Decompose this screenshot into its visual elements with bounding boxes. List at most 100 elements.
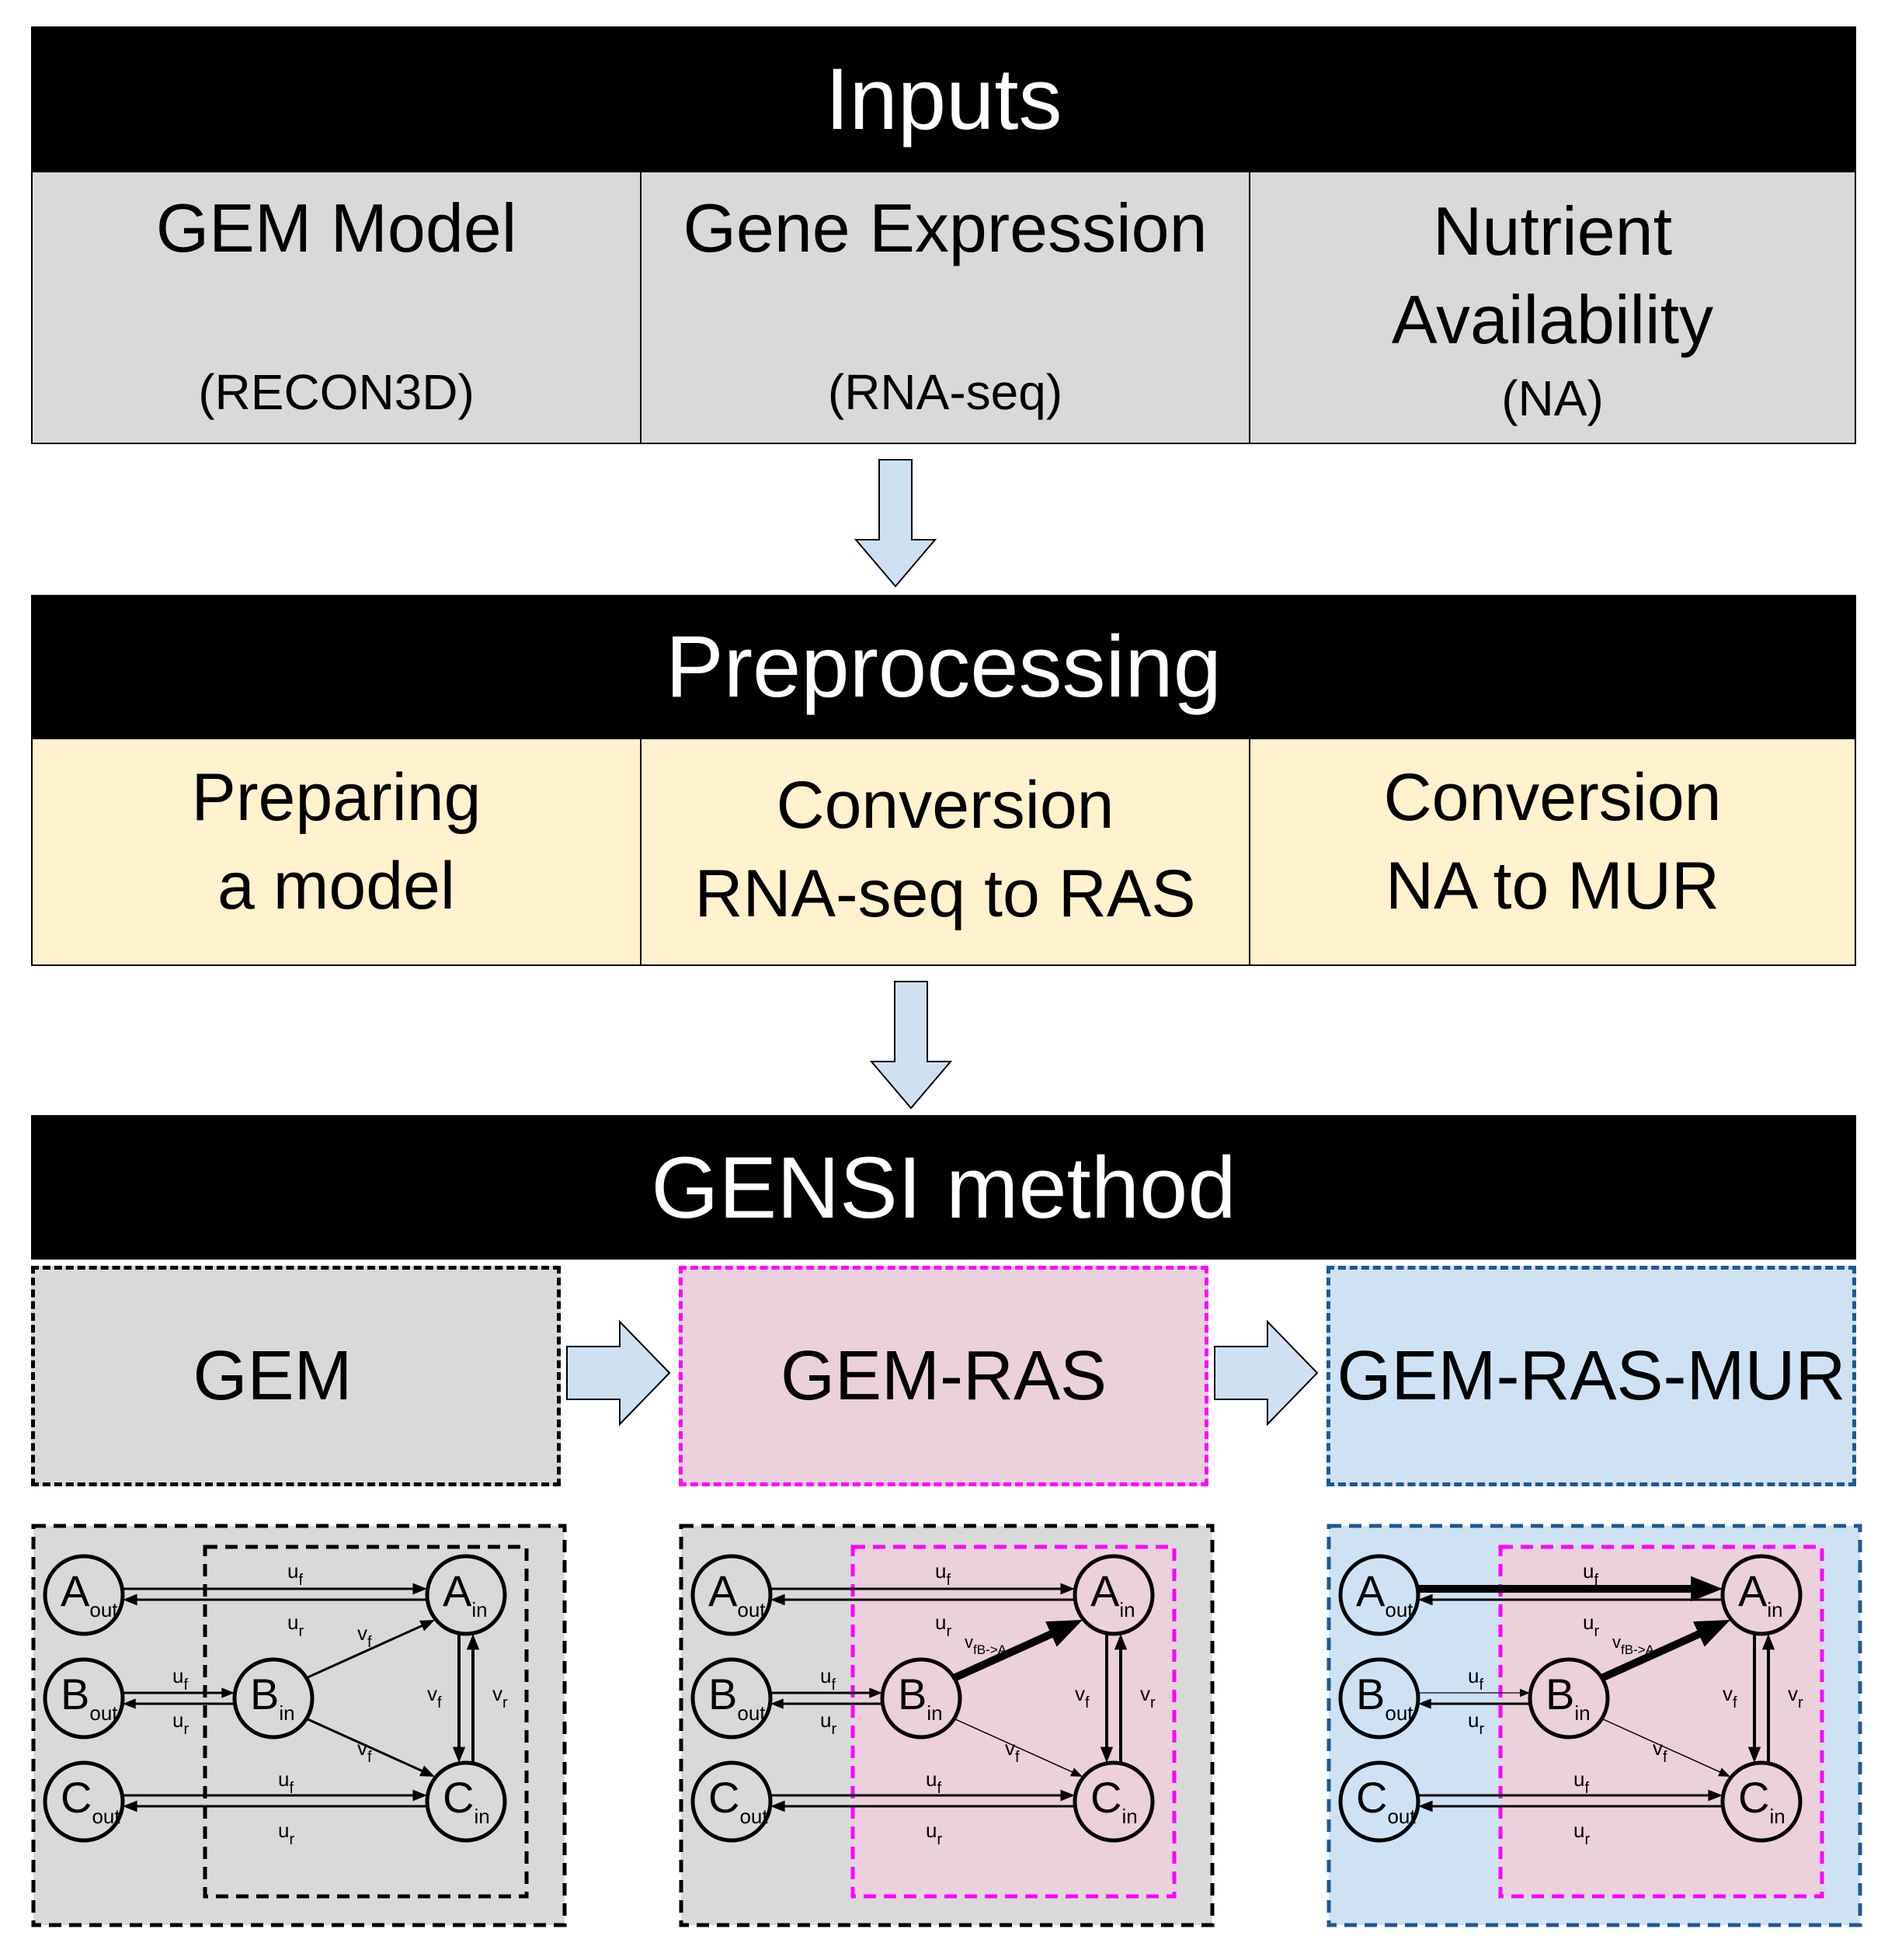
- input-nutrient-line1: Nutrient: [1432, 193, 1673, 269]
- gensi-header: GENSI method: [31, 1115, 1856, 1260]
- label-vf-ba: vfB->A: [1612, 1632, 1655, 1657]
- label-ur-c: ur: [278, 1819, 294, 1848]
- stage-gem-label: GEM: [193, 1336, 353, 1415]
- edge-bin-bout: [770, 1698, 882, 1709]
- label-vf-ac: vf: [1075, 1682, 1090, 1712]
- svg-text:Aout: Aout: [708, 1566, 766, 1621]
- edge-cin-cout: [770, 1800, 1075, 1812]
- node-a-out: Aout: [1338, 1554, 1420, 1636]
- label-ur-b: ur: [820, 1708, 836, 1738]
- label-uf-c: uf: [1573, 1767, 1589, 1797]
- edge-bin-ain: [951, 1620, 1083, 1682]
- stage-gem-ras-label: GEM-RAS: [780, 1336, 1107, 1415]
- svg-text:Ain: Ain: [443, 1566, 488, 1621]
- edge-bin-cin: [1601, 1718, 1730, 1777]
- node-b-in: Bin: [880, 1657, 962, 1739]
- stage-gem-ras: GEM-RAS: [679, 1266, 1208, 1486]
- node-a-out: Aout: [690, 1554, 773, 1636]
- label-vr-ca: vr: [1140, 1682, 1156, 1712]
- inputs-row: GEM Model (RECON3D) Gene Expression (RNA…: [31, 171, 1856, 444]
- svg-text:Bin: Bin: [1546, 1670, 1591, 1725]
- label-vr-ca: vr: [1788, 1682, 1803, 1712]
- svg-text:Bout: Bout: [61, 1670, 118, 1725]
- inner-box: [203, 1545, 529, 1899]
- prep-preparing-model: Preparing a model: [33, 739, 640, 964]
- node-a-in: Ain: [1720, 1554, 1803, 1636]
- label-ur-c: ur: [1573, 1819, 1590, 1848]
- prep-conversion-ras: Conversion RNA-seq to RAS: [640, 739, 1249, 964]
- node-c-in: Cin: [1073, 1760, 1155, 1843]
- svg-text:Cin: Cin: [1090, 1773, 1138, 1828]
- inputs-title: Inputs: [825, 50, 1062, 148]
- svg-text:Cout: Cout: [708, 1773, 768, 1828]
- stage-gem-ras-mur: GEM-RAS-MUR: [1326, 1266, 1856, 1486]
- stage-gem-ras-mur-label: GEM-RAS-MUR: [1337, 1336, 1846, 1415]
- edge-ain-aout: [770, 1593, 1075, 1606]
- down-arrow-2: [869, 981, 953, 1110]
- node-a-in: Ain: [425, 1554, 507, 1636]
- node-a-out: Aout: [43, 1554, 125, 1636]
- node-c-out: Cout: [43, 1760, 125, 1843]
- label-uf-a: uf: [287, 1559, 303, 1589]
- node-b-out: Bout: [690, 1657, 773, 1739]
- label-uf-a: uf: [935, 1559, 951, 1589]
- stage-gem: GEM: [31, 1266, 561, 1486]
- svg-text:Aout: Aout: [61, 1566, 118, 1621]
- label-vf-bc: vf: [1653, 1736, 1667, 1766]
- input-gene-expression-title: Gene Expression: [683, 189, 1208, 266]
- edge-cin-ain: [1114, 1634, 1128, 1763]
- edge-ain-aout: [1418, 1593, 1723, 1606]
- node-a-in: Ain: [1073, 1554, 1155, 1636]
- prep-preparing-line1: Preparing: [191, 760, 482, 835]
- prep-mur-line1: Conversion: [1383, 760, 1722, 835]
- input-gene-expression: Gene Expression (RNA-seq): [640, 172, 1249, 443]
- label-vf-ba: vf: [357, 1621, 372, 1651]
- prep-ras-line2: RNA-seq to RAS: [694, 857, 1196, 931]
- prep-mur-line2: NA to MUR: [1385, 849, 1720, 923]
- label-vf-ac: vf: [427, 1682, 442, 1712]
- label-vf-ac: vf: [1723, 1682, 1737, 1712]
- input-nutrient-availability: Nutrient Availability (NA): [1249, 172, 1855, 443]
- svg-text:Bin: Bin: [250, 1670, 295, 1725]
- input-nutrient-line2: Availability: [1391, 281, 1714, 358]
- label-uf-a: uf: [1583, 1559, 1598, 1589]
- label-ur-b: ur: [172, 1708, 189, 1738]
- label-ur-a: ur: [935, 1611, 951, 1640]
- svg-text:Bout: Bout: [1356, 1670, 1413, 1725]
- node-c-out: Cout: [1338, 1760, 1420, 1843]
- input-gem-model-title: GEM Model: [155, 189, 517, 266]
- edge-bin-bout: [1418, 1698, 1530, 1709]
- edge-bin-ain: [305, 1620, 435, 1680]
- edge-bin-cin: [305, 1717, 435, 1777]
- prep-preparing-line2: a model: [217, 849, 455, 923]
- right-arrow-1: [566, 1319, 671, 1427]
- edge-bout-bin: [123, 1687, 235, 1698]
- edge-aout-ain: [1418, 1576, 1723, 1602]
- edge-bout-bin: [1418, 1688, 1530, 1698]
- preprocessing-row: Preparing a model Conversion RNA-seq to …: [31, 738, 1856, 966]
- label-uf-c: uf: [278, 1767, 294, 1797]
- label-vf-bc: vf: [357, 1736, 372, 1766]
- svg-text:Aout: Aout: [1356, 1566, 1413, 1621]
- gensi-title: GENSI method: [651, 1138, 1236, 1236]
- input-gem-model: GEM Model (RECON3D): [33, 172, 640, 443]
- label-uf-b: uf: [172, 1664, 188, 1694]
- node-c-out: Cout: [690, 1760, 773, 1843]
- edge-bin-cin: [953, 1718, 1083, 1777]
- label-ur-c: ur: [926, 1819, 942, 1848]
- node-b-out: Bout: [43, 1657, 125, 1739]
- node-b-in: Bin: [232, 1657, 315, 1739]
- svg-text:Ain: Ain: [1090, 1566, 1135, 1621]
- edge-ain-cin: [1100, 1634, 1114, 1763]
- svg-text:Bout: Bout: [708, 1670, 766, 1725]
- svg-text:Ain: Ain: [1738, 1566, 1783, 1621]
- label-vf-bc: vf: [1005, 1736, 1020, 1766]
- label-vf-ba: vfB->A: [965, 1632, 1007, 1657]
- edge-cin-ain: [1761, 1634, 1775, 1763]
- edge-aout-ain: [123, 1583, 427, 1595]
- preprocessing-header: Preprocessing: [31, 595, 1856, 738]
- svg-text:Bin: Bin: [898, 1670, 943, 1725]
- node-b-out: Bout: [1338, 1657, 1420, 1739]
